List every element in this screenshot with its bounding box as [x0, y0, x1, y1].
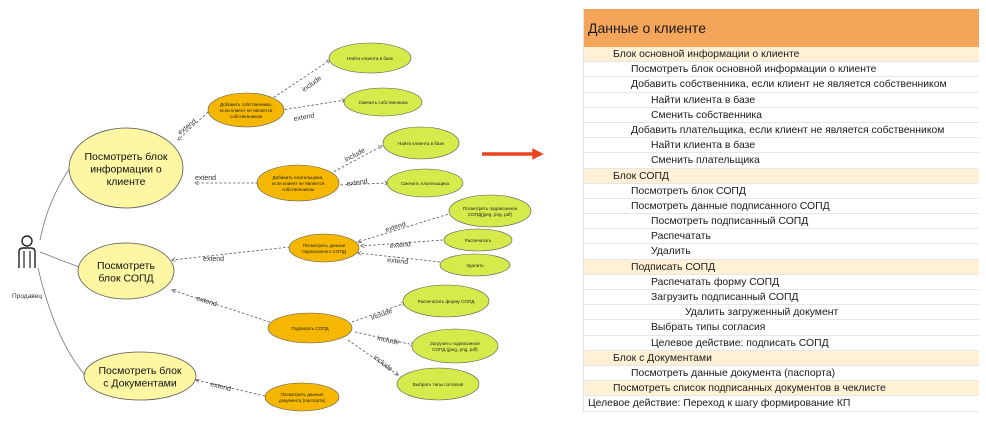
usecase-change-owner [343, 87, 423, 117]
usecase-delete-label: Удалить [466, 263, 484, 268]
rel-label: extend [387, 257, 409, 266]
checklist-row: Распечатать форму СОПД [584, 275, 979, 290]
usecase-find-client-1-label: Найти клиента в базе [347, 55, 393, 61]
rel-label: extend [195, 175, 216, 182]
usecase-change-payer-label: Сменить плательщика [401, 181, 450, 186]
rel-label: extend [203, 256, 224, 263]
checklist-row: Целевое действие: Переход к шагу формиро… [584, 396, 979, 412]
rel-label: include [377, 335, 400, 346]
checklist-row: Удалить [584, 244, 979, 260]
rel-label: include [372, 354, 394, 373]
checklist-row: Блок СОПД [584, 168, 979, 184]
checklist-row: Распечатать [584, 229, 979, 245]
actor-label: Продавец [12, 293, 42, 300]
rel-label: extend [385, 221, 407, 234]
usecase-client-info [68, 127, 184, 209]
usecase-change-payer [386, 168, 464, 198]
relation-labels: extend include extend extend include ext… [177, 75, 411, 393]
checklist-row: Добавить собственника, если клиент не яв… [584, 77, 979, 93]
checklist-row: Посмотреть список подписанных документов… [584, 381, 979, 397]
rel-label: extend [346, 178, 368, 188]
usecase-documents [83, 351, 197, 401]
usecase-view-doc [264, 382, 340, 412]
usecase-sopd [77, 242, 175, 300]
usecase-sign-sopd-label: Подписать СОПД [291, 326, 329, 331]
checklist-row: Посмотреть блок основной информации о кл… [584, 62, 979, 78]
usecase-add-payer [256, 164, 340, 202]
rel-label: extend [293, 112, 315, 123]
checklist-row: Посмотреть данные подписанного СОПД [584, 199, 979, 215]
checklist-title: Данные о клиенте [584, 9, 979, 47]
usecase-choose-consent-label: Выбрать типы согласия [413, 382, 464, 387]
checklist-row: Блок основной информации о клиенте [584, 47, 979, 63]
usecase-print-label: Распечатать [465, 238, 492, 243]
rel-label: extend [177, 118, 198, 137]
usecase-add-owner [207, 92, 285, 128]
checklist-row: Посмотреть данные документа (паспорта) [584, 366, 979, 382]
usecase-find-client-2-label: Найти клиента в базе [398, 140, 444, 146]
checklist-row: Удалить загруженный документ [584, 305, 979, 321]
usecase-sign-sopd [267, 312, 353, 344]
checklist-row: Загрузить подписанный СОПД [584, 290, 979, 306]
usecase-print-form-label: Распечатать форму СОПД [418, 299, 476, 304]
rel-label: include [344, 147, 367, 164]
checklist-row: Сменить плательщика [584, 153, 979, 169]
rel-label: extend [390, 241, 412, 250]
use-case-diagram: Продавец extend include extend extend in… [12, 42, 544, 412]
checklist-row: Найти клиента в базе [584, 93, 979, 108]
checklist-row: Посмотреть блок СОПД [584, 184, 979, 199]
usecase-print [443, 228, 513, 252]
usecase-find-client-2 [382, 126, 460, 160]
usecase-add-payer-label: Добавить плательщика,если клиент не явля… [272, 175, 325, 192]
rel-label: include [370, 308, 393, 322]
rel-label: include [301, 75, 323, 94]
sub-use-cases: Добавить собственника,если клиент не явл… [207, 92, 360, 412]
checklist-row: Сменить собственника [584, 108, 979, 123]
usecase-add-owner-label: Добавить собственника,если клиент не явл… [220, 102, 273, 119]
usecase-view-signed [448, 194, 532, 228]
usecase-find-client-1 [328, 42, 412, 74]
checklist-row: Добавить плательщика, если клиент не явл… [584, 123, 979, 139]
rel-label: extend [195, 295, 217, 308]
leaf-use-cases: Найти клиента в базе Сменить собственник… [328, 42, 532, 401]
checklist-row: Выбрать типы согласия [584, 320, 979, 336]
checklist-row: Блок с Документами [584, 350, 979, 366]
rel-label: extend [210, 381, 232, 393]
checklist-row: Подписать СОПД [584, 259, 979, 275]
usecase-view-sopd [288, 233, 360, 263]
client-data-checklist: Данные о клиенте Блок основной информаци… [583, 9, 979, 412]
checklist-row: Найти клиента в базе [584, 138, 979, 154]
checklist-row: Посмотреть подписанный СОПД [584, 214, 979, 230]
checklist-row: Целевое действие: подписать СОПД [584, 336, 979, 351]
usecase-delete [439, 253, 511, 277]
usecase-choose-consent [396, 367, 480, 401]
actor-salesperson: Продавец [12, 235, 42, 300]
usecase-print-form [402, 284, 490, 318]
usecase-change-owner-label: Сменить собственника [358, 100, 407, 105]
usecase-upload-signed [411, 328, 499, 364]
